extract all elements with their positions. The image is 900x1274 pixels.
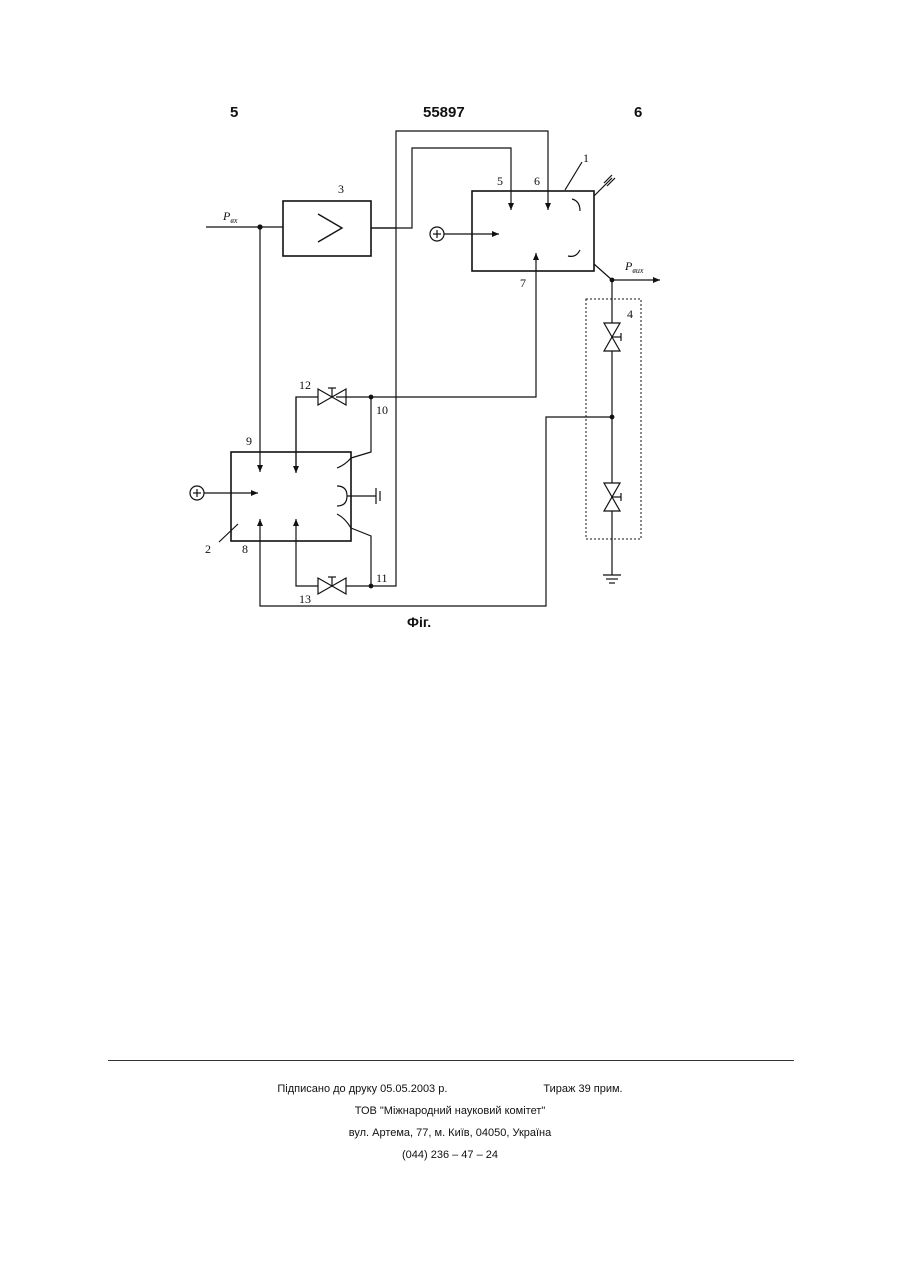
line-node-10-to-contact [351, 397, 371, 458]
valve-12-left-lead [296, 397, 318, 472]
label-1: 1 [583, 151, 589, 165]
label-4: 4 [627, 307, 633, 321]
label-12: 12 [299, 378, 311, 392]
label-10: 10 [376, 403, 388, 417]
label-5: 5 [497, 174, 503, 188]
block-1 [472, 191, 594, 271]
feedback-line [260, 417, 612, 606]
footer-line-1: Підписано до друку 05.05.2003 р. Тираж 39… [0, 1083, 900, 1095]
label-13: 13 [299, 592, 311, 606]
line-to-port-5 [371, 148, 511, 228]
contact-top-block-1 [572, 199, 580, 211]
line-to-port-7 [336, 253, 536, 397]
circuit-diagram: 1 2 3 4 5 6 7 8 9 10 11 12 13 Pвх Pвих Ф… [0, 0, 900, 660]
footer-divider [108, 1060, 794, 1061]
label-11: 11 [376, 571, 388, 585]
address: вул. Артема, 77, м. Київ, 04050, Україна [0, 1127, 900, 1139]
publisher: ТОВ "Міжнародний науковий комітет" [0, 1105, 900, 1117]
contact-bottom-block-1 [568, 250, 580, 256]
p-out-label: Pвих [624, 259, 644, 275]
p-in-label: Pвх [222, 209, 238, 225]
contact-bottom-block-2 [337, 514, 351, 528]
amplifier-symbol [318, 214, 342, 242]
line-to-port-8-lower [296, 519, 318, 586]
figure-caption: Фіг. [407, 614, 431, 630]
block-3-amplifier [283, 201, 371, 256]
label-9: 9 [246, 434, 252, 448]
label-8: 8 [242, 542, 248, 556]
label-3: 3 [338, 182, 344, 196]
line-node-11-to-contact [351, 528, 371, 586]
label-7: 7 [520, 276, 526, 290]
label-6: 6 [534, 174, 540, 188]
contact-top-block-2 [337, 458, 351, 468]
signed-date: Підписано до друку 05.05.2003 р. [277, 1083, 447, 1095]
amp-output-line [371, 131, 548, 228]
contact-mid-block-2 [337, 486, 347, 506]
circulation: Тираж 39 прим. [543, 1083, 622, 1095]
label-2: 2 [205, 542, 211, 556]
phone: (044) 236 – 47 – 24 [0, 1149, 900, 1161]
block-2 [231, 452, 351, 541]
